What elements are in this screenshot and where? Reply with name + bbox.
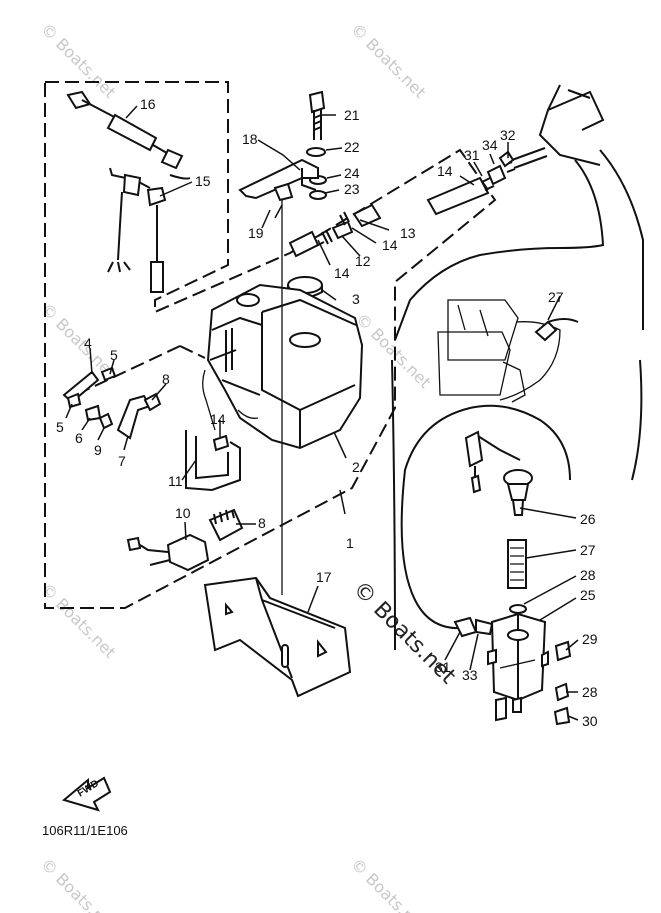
watermark: © Boats.net — [37, 854, 119, 913]
callout-3: 3 — [352, 291, 360, 307]
callout-6: 6 — [75, 430, 83, 446]
callout-10: 8 — [258, 515, 266, 531]
callout-18: 18 — [242, 131, 258, 147]
upper-hose-set — [288, 147, 548, 258]
callout-8: 8 — [162, 371, 170, 387]
part-10-cap — [208, 508, 244, 542]
callout-8: 9 — [94, 442, 102, 458]
part-15-hose — [107, 167, 191, 293]
part-30-bolt — [553, 706, 571, 726]
watermark: © Boats.net — [37, 19, 119, 101]
part-21-washer — [306, 147, 326, 157]
part-23-sub-tank — [487, 612, 549, 722]
callout-29: 29 — [582, 631, 598, 647]
part-28-bolt — [554, 682, 570, 702]
part-31-33-hose — [453, 616, 494, 638]
part-9-sensor — [126, 533, 210, 572]
callout-17: 17 — [316, 569, 332, 585]
part-20-bolt — [308, 90, 326, 140]
callout-11: 11 — [168, 473, 183, 489]
part-24-cap — [464, 430, 533, 516]
part-21-washer-2 — [309, 190, 327, 200]
leader-lines — [65, 105, 579, 721]
callout-34: 34 — [482, 137, 498, 153]
assembly-outline — [44, 81, 497, 609]
part-29-plug — [554, 640, 572, 662]
part-2-oil-tank — [206, 283, 364, 450]
part-25-filter — [507, 539, 527, 589]
fwd-arrow-icon: FWD — [61, 776, 112, 812]
hose-loop — [400, 404, 571, 630]
part-26-ring — [509, 604, 527, 614]
watermark: © Boats.net — [347, 19, 429, 101]
callout-15: 15 — [195, 173, 211, 189]
part-27-fitting — [534, 318, 579, 342]
watermark: © Boats.net — [37, 579, 119, 661]
part-11-hose — [185, 430, 241, 492]
callout-23: 25 — [580, 587, 596, 603]
callout-4: 4 — [84, 335, 92, 351]
callout-21: 23 — [344, 181, 360, 197]
callout-labels: 16 15 21 22 24 23 18 19 14 31 34 32 13 1… — [56, 96, 598, 729]
left-hose-set — [62, 366, 162, 440]
callout-26: 28 — [580, 567, 596, 583]
callout-27: 27 — [548, 289, 564, 305]
callout-31: 31 — [435, 659, 451, 675]
callout-5: 5 — [110, 347, 118, 363]
callout-20: 21 — [344, 107, 360, 123]
callout-33: 32 — [500, 127, 516, 143]
callout-14: 14 — [334, 265, 350, 281]
callout-33: 33 — [462, 667, 478, 683]
callout-22: 24 — [344, 165, 360, 181]
part-17-bracket — [203, 576, 352, 698]
callout-25: 27 — [580, 542, 596, 558]
callout-32: 31 — [464, 147, 480, 163]
part-16-hose — [66, 90, 184, 170]
callout-9: 10 — [175, 505, 191, 521]
callout-28: 28 — [582, 684, 598, 700]
callout-21: 22 — [344, 139, 360, 155]
callout-12: 12 — [355, 253, 371, 269]
part-18-bracket — [238, 158, 319, 202]
callout-14: 14 — [382, 237, 398, 253]
callout-7: 7 — [118, 453, 126, 469]
callout-16: 16 — [140, 96, 156, 112]
callout-30: 30 — [582, 713, 598, 729]
callout-1: 1 — [346, 535, 354, 551]
callout-13: 13 — [400, 225, 416, 241]
callout-19: 19 — [248, 225, 264, 241]
callout-24: 26 — [580, 511, 596, 527]
engine-cover — [391, 84, 644, 651]
callout-5: 5 — [56, 419, 64, 435]
callout-14: 14 — [210, 411, 226, 427]
level-sender — [202, 328, 233, 431]
watermark: © Boats.net — [347, 854, 429, 913]
callout-14: 14 — [437, 163, 453, 179]
assembly-outline-inner — [81, 345, 206, 393]
drawing-code: 106R11/1E106 — [42, 823, 128, 838]
callout-2: 2 — [352, 459, 360, 475]
